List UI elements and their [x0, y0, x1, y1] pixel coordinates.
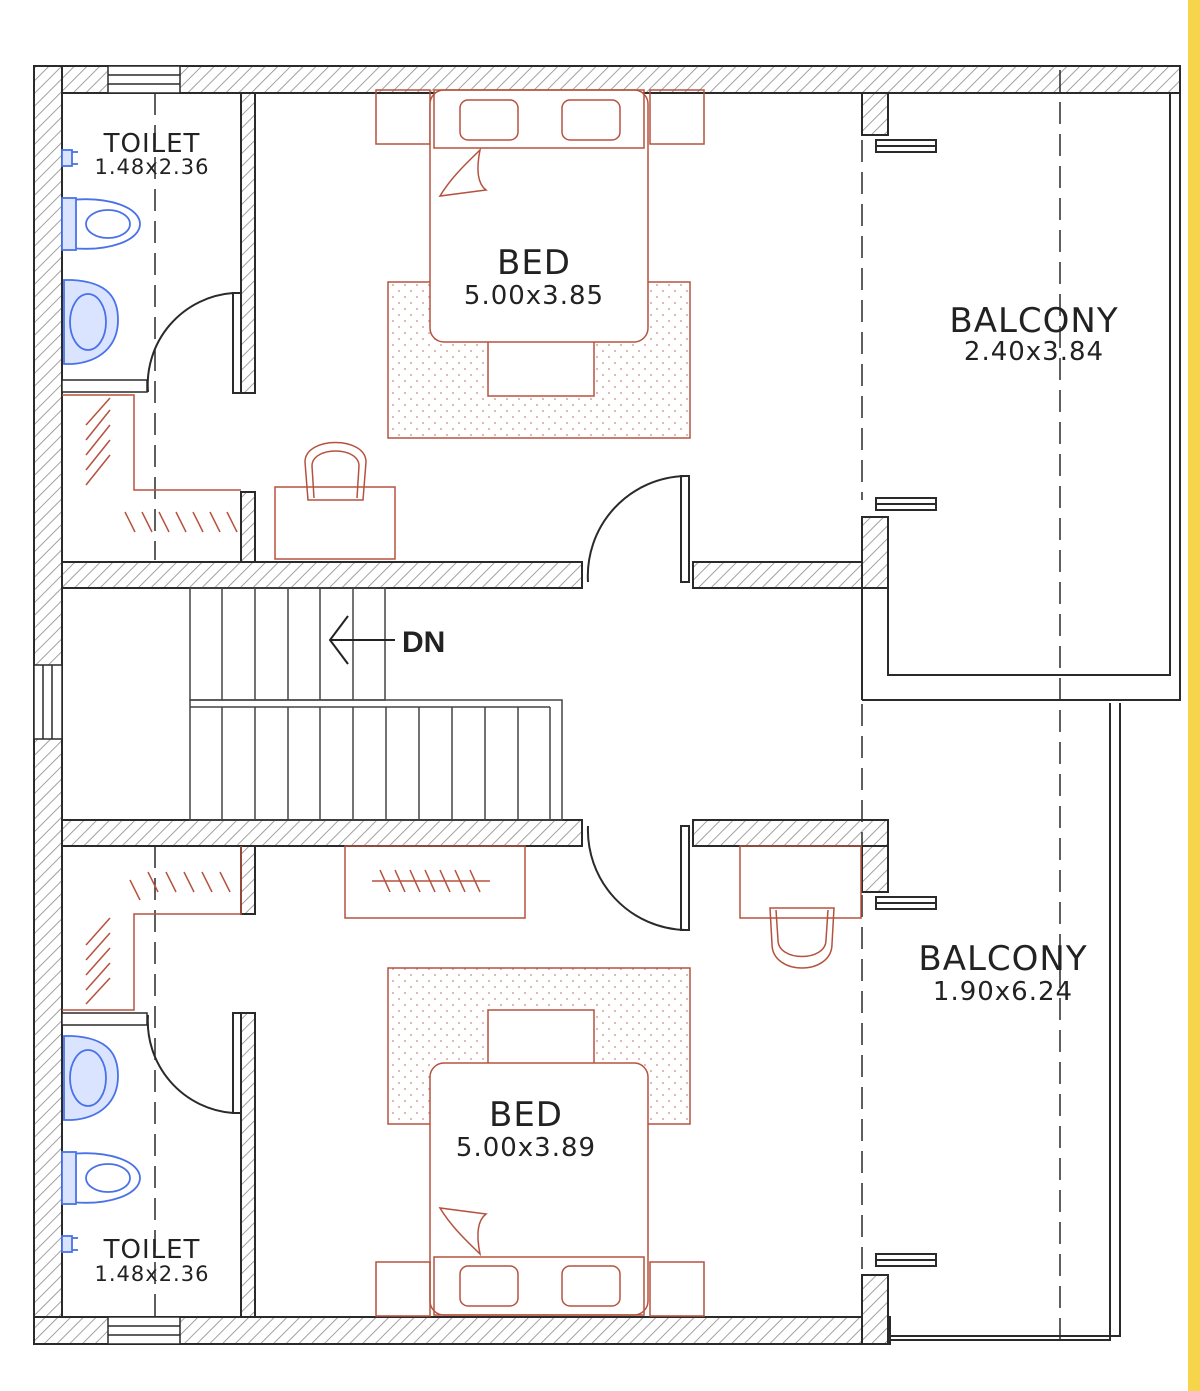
- wash-basin-icon: [63, 279, 119, 365]
- furniture-bottom-wardrobe: [62, 846, 242, 1011]
- balcony-top-size: 2.40x3.84: [964, 337, 1104, 367]
- toilet-bowl-icon: [63, 198, 141, 250]
- wall-top: [33, 65, 1181, 94]
- wall-toilet-bottom-partition: [240, 845, 256, 915]
- wall-stub-top-lower: [861, 516, 889, 589]
- shower-icon: [61, 1235, 73, 1253]
- walls: [33, 65, 1181, 1345]
- wall-toilet-top-partition: [240, 92, 256, 394]
- staircase: [189, 587, 563, 821]
- furniture-top-bedroom: [274, 89, 705, 560]
- wall-corridor-top-right: [692, 561, 889, 589]
- wall-corridor-top-left: [61, 561, 583, 589]
- balcony-bottom-size: 1.90x6.24: [933, 977, 1073, 1007]
- balcony-sliding-doors: [875, 139, 937, 1267]
- wall-stub-top-upper: [861, 92, 889, 136]
- wall-toilet-top-partition-lower: [240, 491, 256, 563]
- wall-stub-bottom-upper: [861, 845, 889, 893]
- bed-bottom-size: 5.00x3.89: [456, 1133, 596, 1163]
- wall-corridor-bottom-left: [61, 819, 583, 847]
- bed-bottom-name: BED: [489, 1095, 563, 1135]
- edge-strip: [1188, 0, 1200, 1391]
- windows: [33, 65, 181, 1345]
- dashed-lines: [154, 70, 1061, 1340]
- bed-top-name: BED: [497, 243, 571, 283]
- shower-icon: [61, 149, 73, 167]
- furniture-top-wardrobe: [62, 394, 241, 533]
- fixtures-top-toilet: [61, 149, 141, 365]
- toilet-top-name: TOILET: [103, 129, 201, 159]
- toilet-bottom-size: 1.48x2.36: [95, 1262, 210, 1286]
- furniture-bottom-bedroom: [344, 845, 862, 1317]
- toilet-top-size: 1.48x2.36: [95, 155, 210, 179]
- wall-toilet-bottom-partition-lower: [240, 1012, 256, 1318]
- window-bottom-toilet: [107, 1316, 181, 1345]
- window-stair: [33, 664, 63, 740]
- balcony-top-name: BALCONY: [949, 301, 1118, 341]
- stair-direction-label: DN: [402, 626, 445, 659]
- window-top-toilet: [107, 65, 181, 94]
- fixtures-bottom-toilet: [61, 1035, 141, 1253]
- wall-stub-bottom-lower: [861, 1274, 889, 1345]
- balcony-outlines: [861, 92, 1181, 1341]
- bed-top-size: 5.00x3.85: [464, 281, 604, 311]
- toilet-bottom-name: TOILET: [103, 1235, 201, 1265]
- balcony-bottom-name: BALCONY: [918, 939, 1087, 979]
- wash-basin-icon: [63, 1035, 119, 1121]
- toilet-bowl-icon: [63, 1152, 141, 1204]
- wall-corridor-bottom-right: [692, 819, 889, 847]
- room-labels: TOILET 1.48x2.36 BED 5.00x3.85 BALCONY 2…: [95, 129, 1118, 1286]
- doors: [146, 292, 690, 1114]
